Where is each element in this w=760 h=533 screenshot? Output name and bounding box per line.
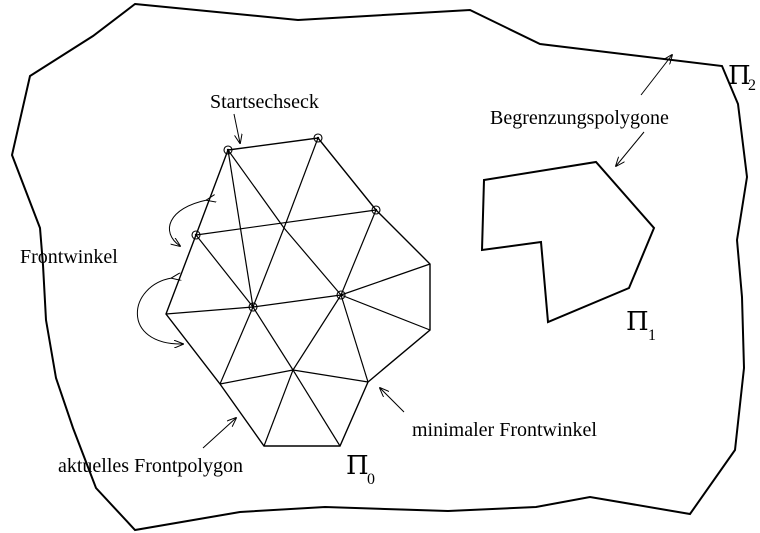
- inner-boundary-symbol: Π 1: [626, 307, 656, 344]
- svg-text:Π: Π: [346, 451, 369, 481]
- boundary-arrow-down: [616, 131, 645, 166]
- outer-boundary-symbol: Π 2: [728, 61, 756, 94]
- hexagon-node: [223, 145, 233, 155]
- front-polygon-symbol: Π 0: [346, 451, 375, 488]
- svg-text:Π: Π: [728, 61, 751, 91]
- hexagon-node: [336, 290, 346, 300]
- outer-boundary-polygon: [10, 2, 749, 532]
- svg-text:2: 2: [748, 77, 756, 94]
- front-angle-label: Frontwinkel: [20, 246, 118, 268]
- boundary-arrow-up: [640, 55, 672, 96]
- start-hexagon-label: Startsechseck: [210, 91, 319, 113]
- front-angle-arc-upper: [169, 200, 207, 246]
- boundary-polygons-label: Begrenzungspolygone: [490, 107, 669, 129]
- hexagon-node: [371, 205, 381, 215]
- svg-text:1: 1: [648, 327, 656, 344]
- current-front-polygon-label: aktuelles Frontpolygon: [58, 455, 243, 477]
- mesh-interior-edges: [165, 137, 431, 447]
- front-angle-arc-lower: [137, 278, 183, 344]
- minimal-front-angle-label: minimaler Frontwinkel: [412, 419, 597, 441]
- svg-text:Π: Π: [626, 307, 649, 337]
- front-polygon-arrow: [202, 418, 236, 449]
- front-polygon: [165, 137, 431, 447]
- hexagon-node: [313, 133, 323, 143]
- start-hexagon-arrow: [233, 113, 240, 143]
- hexagon-node: [248, 302, 258, 312]
- svg-text:0: 0: [367, 471, 375, 488]
- minimal-front-angle-arrow: [380, 388, 405, 413]
- inner-boundary-polygon: [480, 160, 656, 324]
- triangle-mesh: [165, 133, 431, 447]
